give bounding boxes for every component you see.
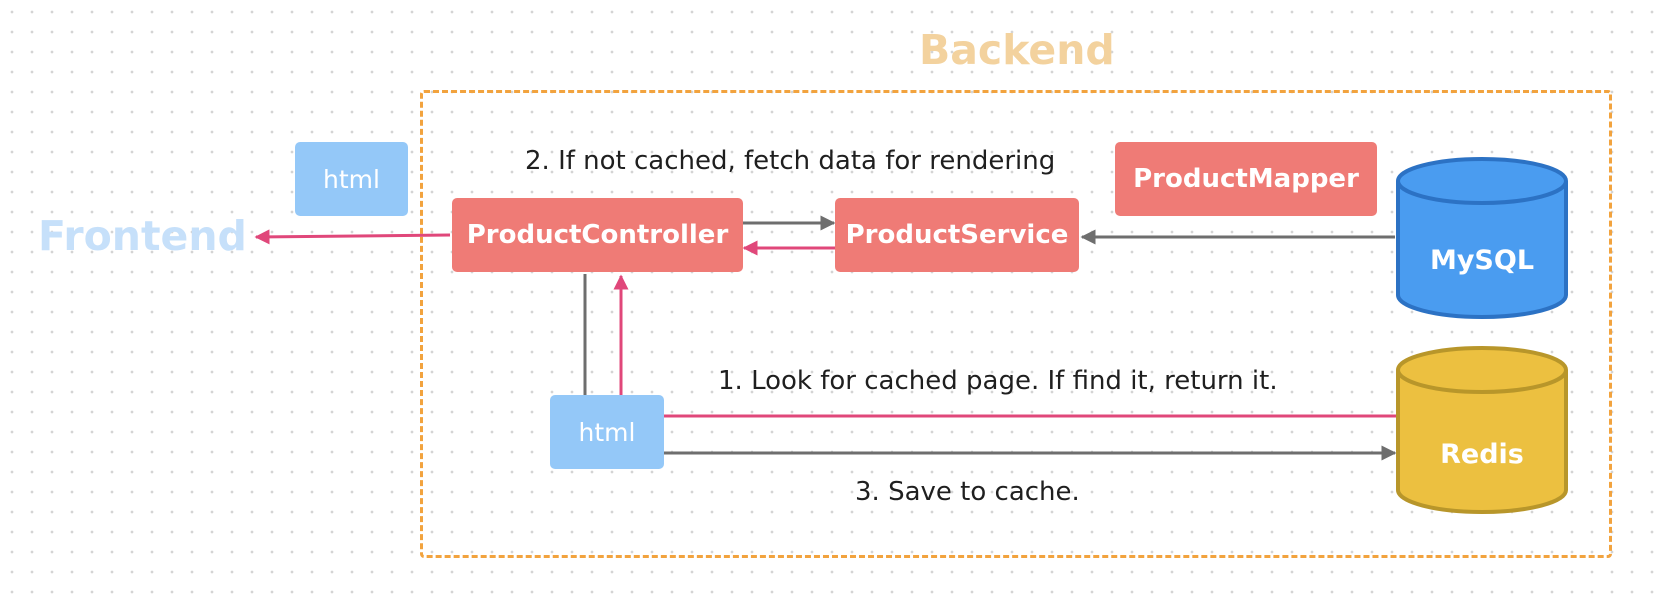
backend-boundary [420,90,1612,558]
arrow-controller-to-frontend [254,229,451,245]
backend-title: Backend [919,26,1115,74]
product-service-node: ProductService [835,198,1079,272]
redis-cache: Redis [1396,346,1568,514]
note-step-3: 3. Save to cache. [855,477,1080,507]
html-node-frontend: html [295,142,408,216]
note-step-1: 1. Look for cached page. If find it, ret… [718,366,1278,396]
note-step-2: 2. If not cached, fetch data for renderi… [525,146,1056,176]
redis-label: Redis [1440,439,1524,470]
html-node-cached: html [550,395,664,469]
mysql-label: MySQL [1430,245,1534,276]
product-controller-node: ProductController [452,198,743,272]
frontend-title: Frontend [38,212,247,260]
product-mapper-node: ProductMapper [1115,142,1377,216]
mysql-database: MySQL [1396,157,1568,319]
